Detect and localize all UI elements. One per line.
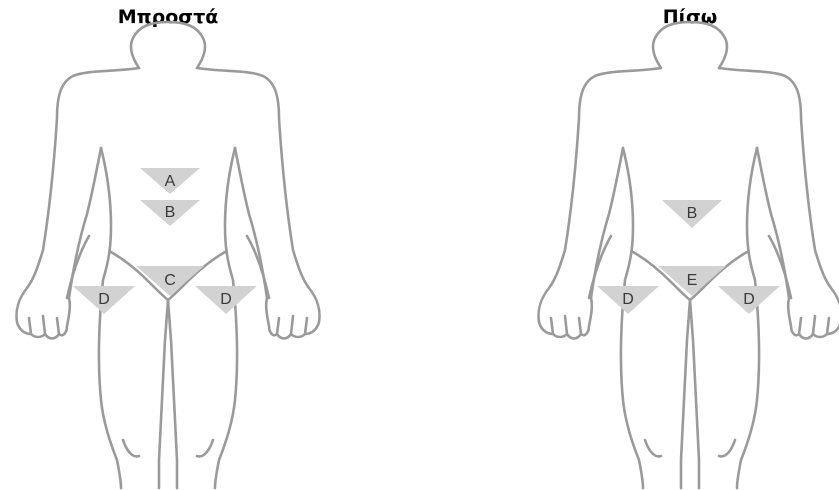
front-view-figure: Μπροστά A — [3, 0, 333, 490]
zone-d-left-label: D — [622, 291, 634, 308]
zone-d-left-marker: D — [73, 286, 135, 314]
body-silhouette — [16, 22, 319, 488]
zone-b-marker: B — [662, 200, 722, 228]
zone-e-label: E — [687, 272, 698, 289]
zone-a-marker: A — [140, 168, 200, 194]
zone-d-left-marker: D — [597, 286, 659, 314]
zone-b-label: B — [687, 205, 698, 222]
back-view-figure: Πίσω B — [525, 0, 839, 490]
zone-d-left-label: D — [98, 291, 110, 308]
front-body-outline: A B C D D — [3, 0, 333, 490]
zone-b-marker: B — [140, 200, 200, 226]
zone-d-right-marker: D — [195, 286, 257, 314]
zone-b-label: B — [165, 204, 176, 221]
back-body-outline: B E D D — [525, 0, 839, 490]
zone-c-label: C — [164, 272, 176, 289]
zone-d-right-label: D — [743, 291, 755, 308]
zone-a-label: A — [165, 173, 176, 190]
zone-d-right-marker: D — [718, 286, 780, 314]
body-silhouette — [538, 22, 839, 488]
zone-d-right-label: D — [220, 291, 232, 308]
